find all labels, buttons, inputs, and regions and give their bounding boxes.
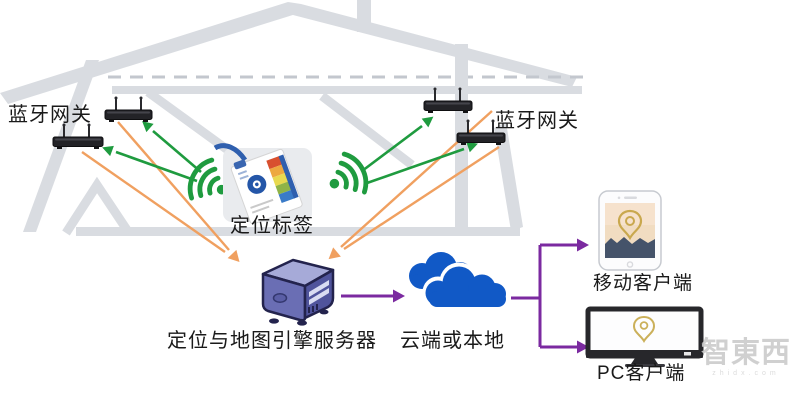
purple-link-arrows [341, 238, 589, 354]
label-cloud: 云端或本地 [400, 330, 505, 352]
wifi-signal-icon [187, 157, 227, 201]
watermark-brand: 智東西 [700, 337, 791, 369]
green-signal-arrows [102, 116, 478, 185]
watermark: 智東西 zhidx.com [695, 338, 797, 378]
label-pc-client: PC客户端 [597, 363, 686, 384]
cloud-icon [409, 252, 509, 309]
bluetooth-gateway-router-icon [423, 87, 473, 113]
smartphone-map-icon [598, 190, 662, 271]
label-gateway-right: 蓝牙网关 [495, 110, 579, 132]
label-gateway-left: 蓝牙网关 [8, 104, 92, 126]
label-server: 定位与地图引擎服务器 [167, 330, 377, 352]
desktop-monitor-icon [585, 306, 704, 367]
house-outline [0, 0, 588, 236]
wifi-signal-icon [329, 151, 369, 195]
locating-badge-icon [213, 143, 312, 225]
bluetooth-gateway-router-icon [456, 119, 506, 145]
bluetooth-gateway-router-icon [104, 96, 153, 122]
server-tower-icon [261, 258, 335, 326]
label-mobile-client: 移动客户端 [593, 273, 694, 294]
watermark-domain: zhidx.com [712, 370, 780, 378]
label-tag: 定位标签 [230, 215, 314, 237]
bluetooth-gateway-router-icon [52, 123, 104, 149]
